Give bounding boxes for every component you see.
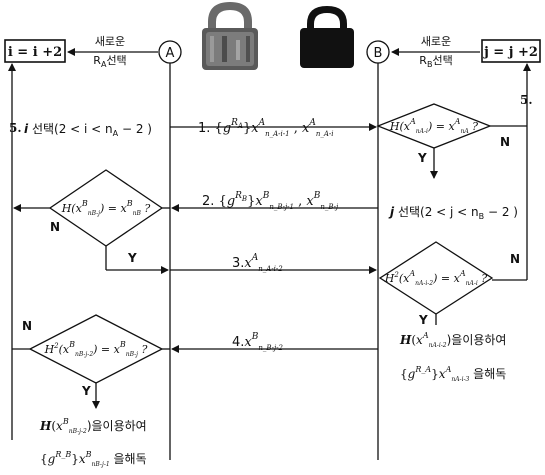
- padlock-black-icon: [300, 6, 354, 68]
- decision-left-check-1-yes: Y: [127, 251, 137, 265]
- decision-right-check-1-yes: Y: [417, 151, 427, 165]
- select-j-label: j 선택(2 < j < nB − 2 ): [388, 205, 518, 221]
- select-j-tail: − 2 ): [484, 205, 518, 219]
- select-i-var: i: [24, 122, 29, 136]
- left-update-select-text: 선택: [106, 54, 126, 67]
- message-3-step: 3.: [232, 256, 244, 271]
- right-update-r-index: B: [427, 60, 433, 69]
- message-4-label: 4.xBn_B-j-2: [232, 332, 284, 352]
- right-update-box-text: j = j +2: [483, 45, 538, 60]
- left-result-line1-text: )을이용하여: [87, 419, 147, 433]
- right-update-r: R: [419, 54, 427, 67]
- select-j-index: B: [479, 212, 485, 221]
- decision-left-check-1-no: N: [50, 220, 60, 234]
- left-loop-label: 5.: [9, 121, 22, 135]
- select-i-index: A: [113, 129, 119, 138]
- right-update-select: RB선택: [419, 54, 452, 69]
- right-result-line1: H(xAnA-i-2)을이용하여: [399, 331, 506, 349]
- select-i-tail: − 2 ): [118, 122, 152, 136]
- left-update-box-text: i = i +2: [8, 45, 62, 60]
- select-j-text: 선택(2 < j < n: [394, 205, 479, 219]
- padlock-gray-icon: [202, 2, 258, 70]
- message-1-label: 1. {gRA}xAn_A-i-1 , xAn_A-i: [198, 118, 334, 138]
- party-a-label: A: [166, 46, 175, 61]
- left-update-r-index: A: [101, 60, 107, 69]
- left-result-line2-text: 을해독: [110, 452, 147, 466]
- left-update-r: R: [93, 54, 101, 67]
- message-1-step: 1.: [198, 121, 210, 136]
- message-3-label: 3.xAn_A-i-2: [232, 253, 283, 273]
- decision-left-check-2-yes: Y: [81, 384, 91, 398]
- left-update-select: RA선택: [93, 54, 126, 69]
- decision-right-check-1-no: N: [500, 135, 510, 149]
- left-result-line2: {gR_B}xBnB-j-1 을해독: [40, 450, 147, 468]
- right-update-box: [481, 39, 541, 63]
- party-b-circle: [366, 40, 390, 64]
- right-result-line1-text: )을이용하여: [447, 333, 507, 347]
- left-update-korean: 새로운: [95, 35, 125, 48]
- select-i-text: 선택(2 < i < n: [28, 122, 113, 136]
- left-result-line1: H(xBnB-j-2)을이용하여: [39, 417, 147, 435]
- decision-right-check-2-no: N: [510, 252, 520, 266]
- decision-left-check-2-no: N: [22, 319, 32, 333]
- party-b-label: B: [374, 46, 383, 61]
- right-update-select-text: 선택: [432, 54, 452, 67]
- message-2-step: 2.: [202, 194, 214, 209]
- party-a-circle: [158, 40, 182, 64]
- right-loop-label: 5.: [520, 93, 533, 107]
- select-i-label: i 선택(2 < i < nA − 2 ): [24, 122, 152, 138]
- left-update-box: [4, 39, 66, 63]
- decision-right-check-2-yes: Y: [418, 313, 428, 327]
- right-result-line2-text: 을해독: [469, 367, 506, 381]
- right-result-line2: {gR_A}xAnA-i-3 을해독: [400, 365, 506, 383]
- select-j-var: j: [388, 205, 395, 219]
- right-update-korean: 새로운: [421, 35, 451, 48]
- message-4-step: 4.: [232, 335, 244, 350]
